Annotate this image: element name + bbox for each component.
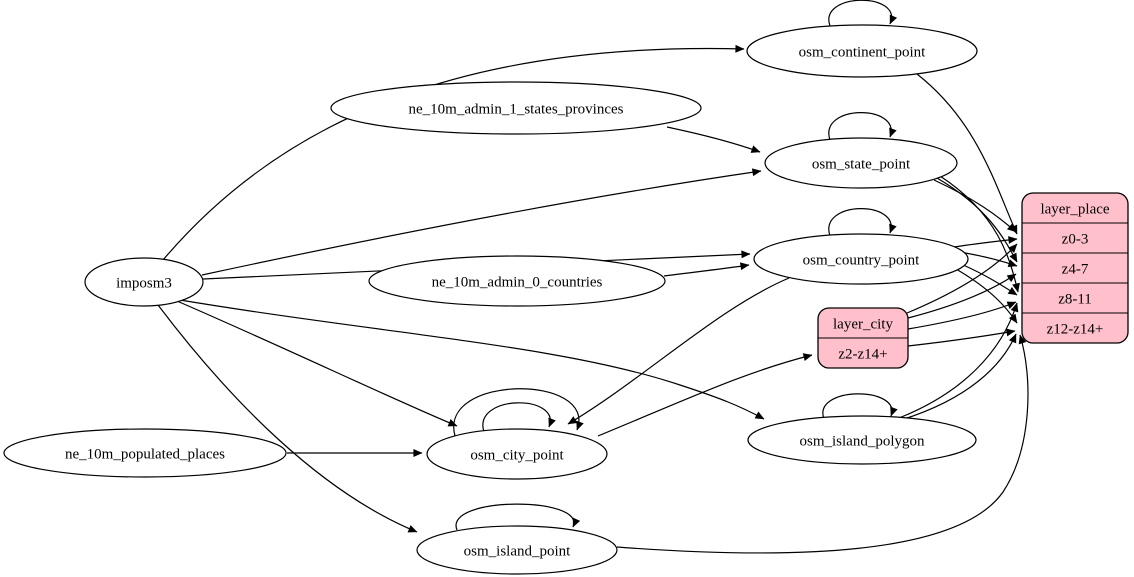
record-row-layer_place-z4-7: z4-7 xyxy=(1062,261,1089,277)
node-label-osm_island_polygon: osm_island_polygon xyxy=(799,433,925,449)
node-label-osm_island_point: osm_island_point xyxy=(464,543,572,559)
node-shape-osm_city_point xyxy=(426,428,608,480)
node-osm_state_point: osm_state_point xyxy=(764,137,958,189)
node-label-osm_state_point: osm_state_point xyxy=(812,156,911,172)
node-shape-ne_10m_admin_0_countries xyxy=(368,255,666,307)
record-row-layer_place-z0-3: z0-3 xyxy=(1062,231,1089,247)
node-label-ne_10m_admin_1_states_provinces: ne_10m_admin_1_states_provinces xyxy=(409,101,624,117)
nodes-group: imposm3 ne_10m_admin_1_states_provincesne… xyxy=(3,24,1129,575)
edge-imposm3-osm-island-polygon xyxy=(173,298,765,420)
node-label-imposm3: imposm3 xyxy=(116,275,172,291)
node-shape-imposm3 xyxy=(84,257,204,307)
edge-osm-country-point-layer-place-z8-11 xyxy=(960,263,1018,296)
node-shape-osm_country_point xyxy=(753,233,969,285)
record-row-layer_city-z2-z14+: z2-z14+ xyxy=(838,346,887,362)
edge-imposm3-osm-island-point xyxy=(157,304,418,533)
record-row-layer_place-z12-z14+: z12-z14+ xyxy=(1047,321,1104,337)
record-row-layer_place-z8-11: z8-11 xyxy=(1058,291,1092,307)
edge-osm-island-point-layer-place-z12-z14+ xyxy=(616,334,1029,554)
edge-ne-10m-admin-1-states-provinces-osm-state-point xyxy=(666,126,761,153)
node-shape-osm_state_point xyxy=(764,137,958,189)
edge-osm-country-point-osm-city-point xyxy=(567,277,790,425)
edge-osm-country-point-osm-country-point xyxy=(828,208,897,237)
edge-osm-island-polygon-layer-place-z12-z14+ xyxy=(900,333,1017,421)
node-osm_island_point: osm_island_point xyxy=(416,525,618,575)
edge-imposm3-osm-continent-point xyxy=(162,44,745,261)
node-ne_10m_admin_0_countries: ne_10m_admin_0_countries xyxy=(368,255,666,307)
node-label-osm_city_point: osm_city_point xyxy=(470,447,564,463)
node-osm_country_point: osm_country_point xyxy=(753,233,969,285)
edge-imposm3-osm-state-point xyxy=(201,168,762,276)
edge-layer-city-layer-place-z8-11 xyxy=(907,301,1017,330)
record-title-layer_place: layer_place xyxy=(1040,201,1109,217)
edge-osm-country-point-layer-place-z12-z14+ xyxy=(955,268,1018,324)
edge-layer-city-layer-place-z0-3 xyxy=(906,243,1018,314)
node-osm_city_point: osm_city_point xyxy=(426,428,608,480)
edge-osm-continent-point-layer-place-z0-3 xyxy=(916,73,1018,235)
node-label-osm_country_point: osm_country_point xyxy=(803,252,920,268)
edge-osm-city-point-osm-city-point xyxy=(453,388,584,437)
node-osm_continent_point: osm_continent_point xyxy=(746,24,978,78)
record-shape-layer_place xyxy=(1021,192,1129,344)
edge-osm-city-point-layer-city-z2-z14+ xyxy=(597,353,813,437)
edge-layer-city-layer-place-z4-7 xyxy=(907,273,1017,319)
node-shape-ne_10m_populated_places xyxy=(3,428,287,478)
node-imposm3: imposm3 xyxy=(84,257,204,307)
edge-osm-island-polygon-layer-place-z8-11 xyxy=(898,302,1019,419)
node-ne_10m_admin_1_states_provinces: ne_10m_admin_1_states_provinces xyxy=(330,81,702,135)
node-shape-osm_island_point xyxy=(416,525,618,575)
edges-group xyxy=(157,0,1029,554)
node-osm_island_polygon: osm_island_polygon xyxy=(747,415,977,465)
node-shape-osm_island_polygon xyxy=(747,415,977,465)
node-label-ne_10m_populated_places: ne_10m_populated_places xyxy=(65,446,225,462)
edge-osm-city-point-osm-city-point-2 xyxy=(482,402,556,433)
edge-layer-city-layer-place-z12-z14+ xyxy=(907,328,1016,347)
node-layer_place: layer_place z0-3 z4-7 z8-11 z12-z14+ xyxy=(1021,192,1129,344)
edge-osm-state-point-layer-place-z0-3 xyxy=(933,179,1017,233)
edge-ne-10m-admin-0-countries-osm-country-point xyxy=(663,262,750,277)
edge-imposm3-osm-city-point xyxy=(176,300,458,427)
edge-osm-island-point-osm-island-point xyxy=(455,503,581,531)
node-label-ne_10m_admin_0_countries: ne_10m_admin_0_countries xyxy=(432,274,603,290)
node-shape-ne_10m_admin_1_states_provinces xyxy=(330,81,702,135)
edge-osm-state-point-osm-state-point xyxy=(828,112,897,141)
edge-osm-continent-point-osm-continent-point xyxy=(828,0,898,27)
edge-osm-island-polygon-osm-island-polygon xyxy=(822,393,898,420)
edge-osm-country-point-layer-place-z0-3 xyxy=(953,236,1018,248)
node-layer_city: layer_city z2-z14+ xyxy=(817,307,909,369)
edge-osm-state-point-layer-place-z8-11 xyxy=(939,175,1020,293)
node-label-osm_continent_point: osm_continent_point xyxy=(799,44,926,60)
edge-osm-state-point-layer-place-z4-7 xyxy=(936,177,1018,263)
node-ne_10m_populated_places: ne_10m_populated_places xyxy=(3,428,287,478)
record-title-layer_city: layer_city xyxy=(833,316,893,332)
node-shape-osm_continent_point xyxy=(746,24,978,78)
